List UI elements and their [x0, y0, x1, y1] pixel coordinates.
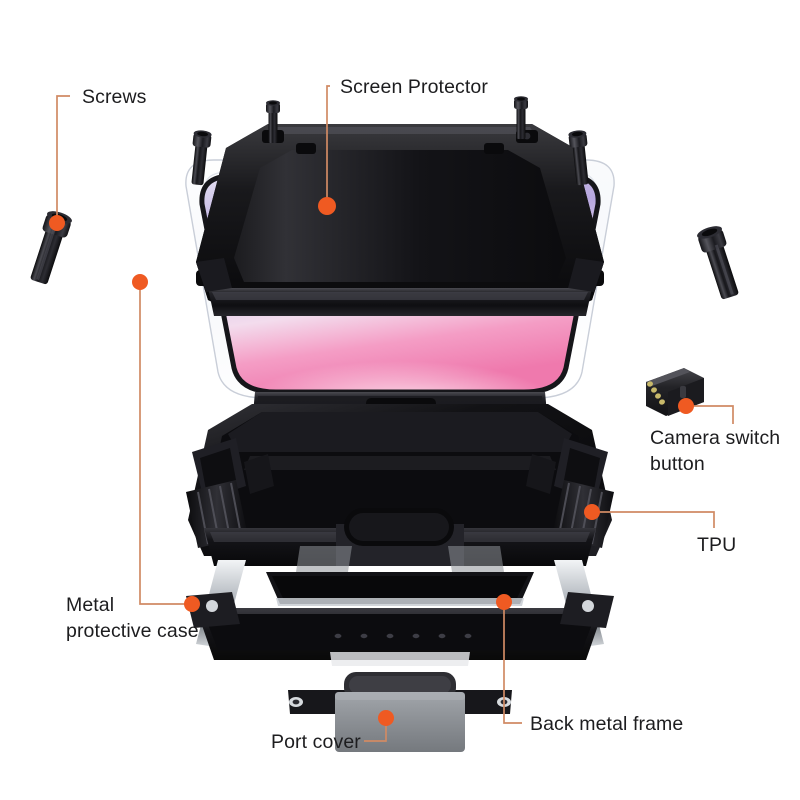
marker-tpu-grip [584, 504, 600, 520]
label-metal-protective-case: Metal protective case [66, 594, 199, 642]
screw-top-center [266, 100, 280, 143]
marker-bezel-corner [132, 274, 148, 290]
screw-right-upper [568, 130, 589, 186]
label-back-metal-frame: Back metal frame [530, 713, 684, 735]
label-screws: Screws [82, 86, 147, 108]
marker-metal-case [184, 596, 200, 612]
marker-camera-switch [678, 398, 694, 414]
marker-port-cover [378, 710, 394, 726]
front-bezel-frame [196, 124, 604, 316]
screw-top-right [514, 96, 528, 139]
port-cover-part[interactable] [288, 672, 512, 752]
label-camera-switch-button: Camera switch button [650, 427, 781, 475]
metal-protective-case-part [186, 404, 614, 572]
leader-line-camera-switch-button [686, 405, 734, 424]
leader-line-tpu [592, 511, 715, 528]
frame-vents [334, 633, 472, 639]
label-port-cover: Port cover [271, 731, 361, 753]
screw-right-outer [697, 226, 739, 300]
marker-screen-protector [318, 197, 336, 215]
marker-back-frame [496, 594, 512, 610]
screw-left-upper [191, 130, 212, 186]
leader-line-screen-protector [326, 85, 330, 206]
back-metal-frame-part [186, 560, 614, 666]
camera-switch-button-part[interactable] [646, 368, 704, 416]
switch-contacts [647, 381, 665, 405]
leader-line-screws [56, 95, 70, 223]
callout-markers [49, 197, 694, 726]
leader-line-metal-protective-case [139, 282, 192, 605]
label-tpu: TPU [697, 534, 737, 556]
leader-lines [56, 85, 734, 742]
marker-screw-head [49, 215, 65, 231]
screws-group [30, 96, 739, 300]
leader-line-back-metal-frame [503, 602, 522, 724]
label-screen-protector: Screen Protector [340, 76, 488, 98]
